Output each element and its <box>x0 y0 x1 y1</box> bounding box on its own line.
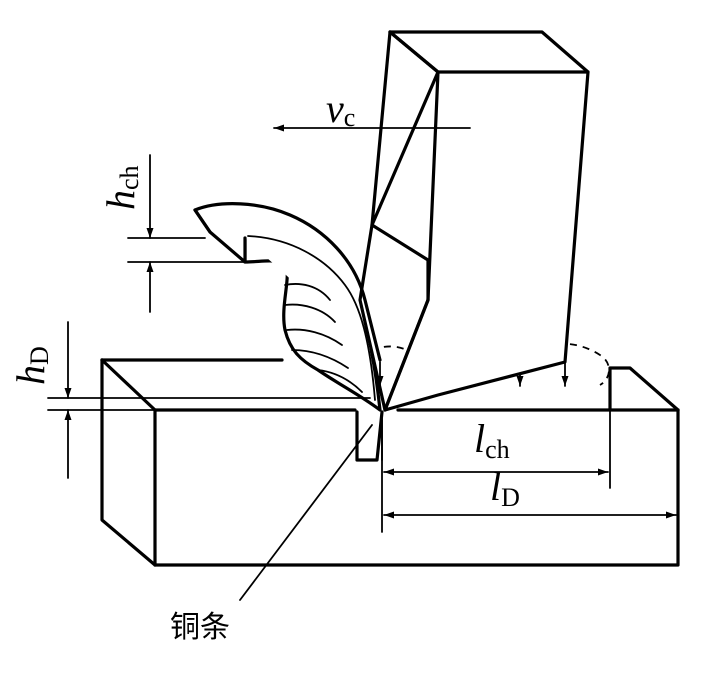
lch-dimension <box>381 409 611 533</box>
lch-label: lch <box>474 416 510 464</box>
copper-strip-label: 铜条 <box>170 610 230 645</box>
chip <box>193 202 382 412</box>
copper-strip-leader <box>239 424 373 601</box>
copper-strip <box>355 410 384 462</box>
hd-dimension <box>47 321 371 479</box>
vc-label: vc <box>326 86 355 132</box>
workpiece-block <box>100 358 680 567</box>
hd-label: hD <box>8 346 54 385</box>
hch-dimension <box>127 154 246 313</box>
cutting-tool <box>358 30 590 412</box>
hch-label: hch <box>98 165 144 210</box>
ld-label: lD <box>490 464 520 512</box>
